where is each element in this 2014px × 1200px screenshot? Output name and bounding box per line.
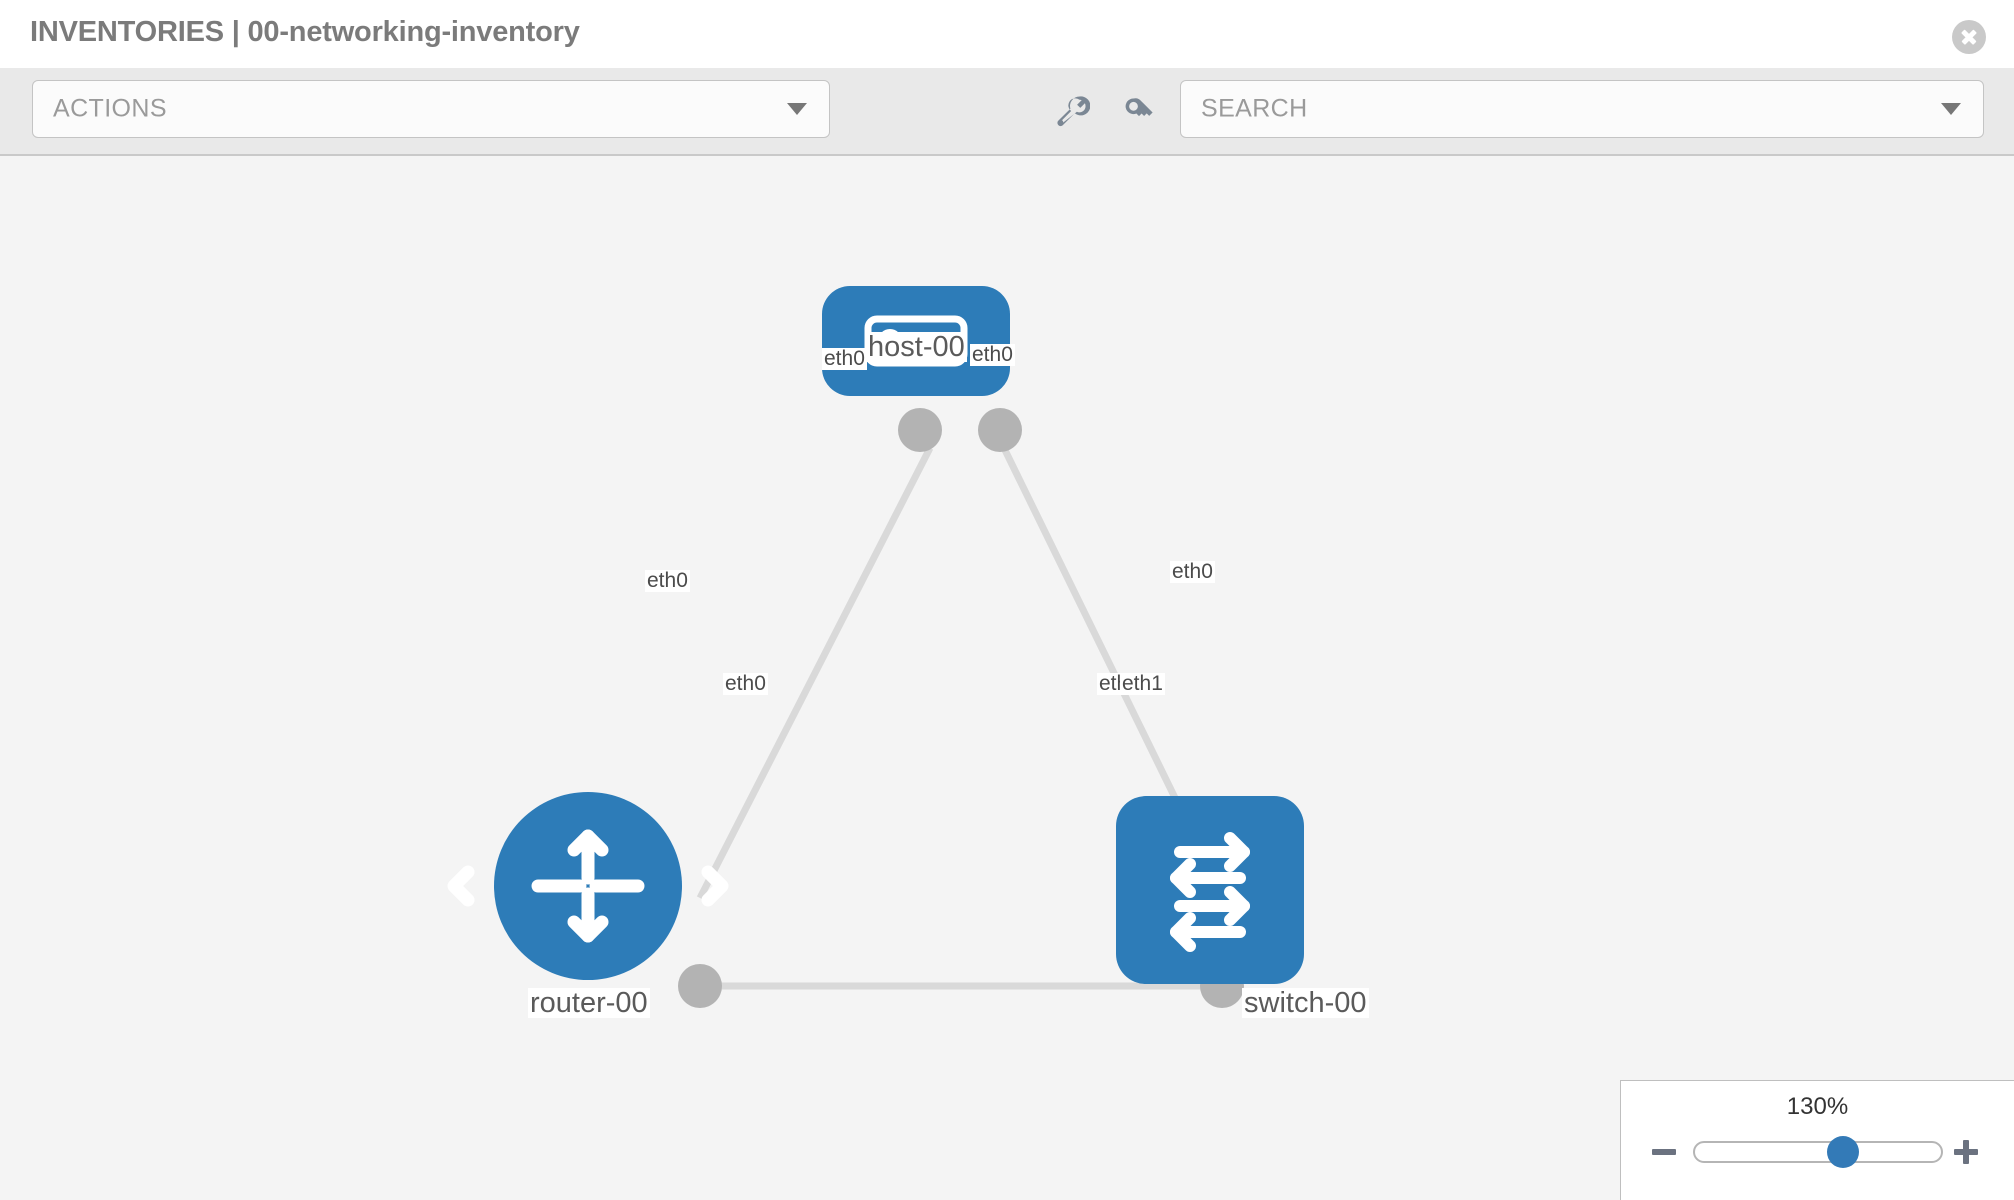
link-host-router[interactable] <box>696 446 934 900</box>
iface-label: eth0 <box>970 343 1015 367</box>
wrench-icon[interactable] <box>1050 90 1091 130</box>
page-header: INVENTORIES | 00-networking-inventory <box>0 0 2014 68</box>
close-icon[interactable] <box>1952 20 1986 54</box>
chevron-down-icon <box>787 103 807 115</box>
iface-label: eth1 <box>1120 672 1165 696</box>
node-router-00[interactable] <box>454 792 722 980</box>
zoom-level-value: 130% <box>1786 1093 1849 1120</box>
topology-graph <box>0 286 1304 1008</box>
toolbar: ACTIONS SEARCH <box>0 68 2014 156</box>
connector-router-east[interactable] <box>678 964 722 1008</box>
node-label: router-00 <box>528 987 650 1019</box>
zoom-slider-thumb[interactable] <box>1826 1136 1859 1168</box>
node-switch-00[interactable] <box>1116 796 1304 984</box>
zoom-control-panel: 130% <box>1620 1080 2014 1200</box>
search-input[interactable]: SEARCH <box>1201 94 1308 123</box>
actions-dropdown[interactable]: ACTIONS <box>32 80 830 138</box>
chevron-down-icon <box>1941 103 1961 115</box>
connector-host-left[interactable] <box>898 408 942 452</box>
zoom-in-button[interactable] <box>1951 1137 1981 1167</box>
actions-dropdown-label: ACTIONS <box>53 94 167 123</box>
iface-label: eth0 <box>1170 560 1215 584</box>
node-label: host-00 <box>866 331 967 363</box>
connector-host-right[interactable] <box>978 408 1022 452</box>
iface-label: eth0 <box>645 569 690 593</box>
zoom-slider[interactable] <box>1693 1136 1943 1168</box>
iface-label: eth0 <box>723 672 768 696</box>
topology-canvas[interactable]: eth0 eth0 host-00 eth0 eth0 eth0 eth0 et… <box>0 158 2014 1200</box>
search-dropdown[interactable]: SEARCH <box>1180 80 1984 138</box>
zoom-out-button[interactable] <box>1649 1137 1679 1167</box>
page-title: INVENTORIES | 00-networking-inventory <box>30 16 580 48</box>
key-icon[interactable] <box>1118 90 1158 130</box>
iface-label: eth0 <box>822 347 867 371</box>
node-label: switch-00 <box>1242 987 1369 1019</box>
